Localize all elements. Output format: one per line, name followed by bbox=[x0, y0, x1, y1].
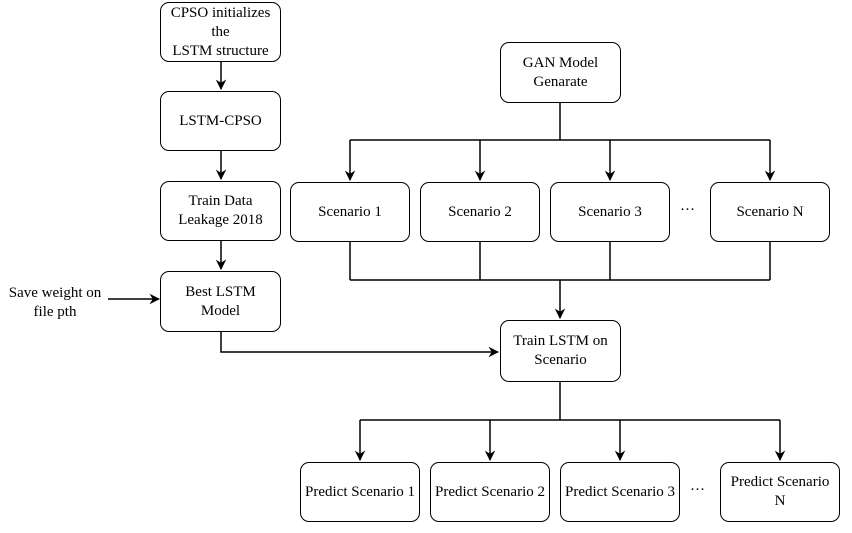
train-lstm-node: Train LSTM on Scenario bbox=[500, 320, 621, 382]
scenario-3-node: Scenario 3 bbox=[550, 182, 670, 242]
scenario-n-node: Scenario N bbox=[710, 182, 830, 242]
train-data-node: Train Data Leakage 2018 bbox=[160, 181, 281, 241]
scenario-1-node: Scenario 1 bbox=[290, 182, 410, 242]
cpso-init-node: CPSO initializes the LSTM structure bbox=[160, 2, 281, 62]
predict-ellipsis: ··· bbox=[690, 482, 705, 498]
predict-scenario-1-node: Predict Scenario 1 bbox=[300, 462, 420, 522]
gan-model-node: GAN Model Genarate bbox=[500, 42, 621, 103]
scenario-ellipsis: ··· bbox=[680, 202, 695, 218]
predict-scenario-n-node: Predict Scenario N bbox=[720, 462, 840, 522]
save-weight-annotation: Save weight on file pth bbox=[8, 285, 102, 320]
scenario-2-node: Scenario 2 bbox=[420, 182, 540, 242]
lstm-cpso-node: LSTM-CPSO bbox=[160, 91, 281, 151]
predict-scenario-2-node: Predict Scenario 2 bbox=[430, 462, 550, 522]
best-lstm-model-node: Best LSTM Model bbox=[160, 271, 281, 332]
arrow-best-to-trainlstm bbox=[220, 332, 500, 358]
predict-scenario-3-node: Predict Scenario 3 bbox=[560, 462, 680, 522]
